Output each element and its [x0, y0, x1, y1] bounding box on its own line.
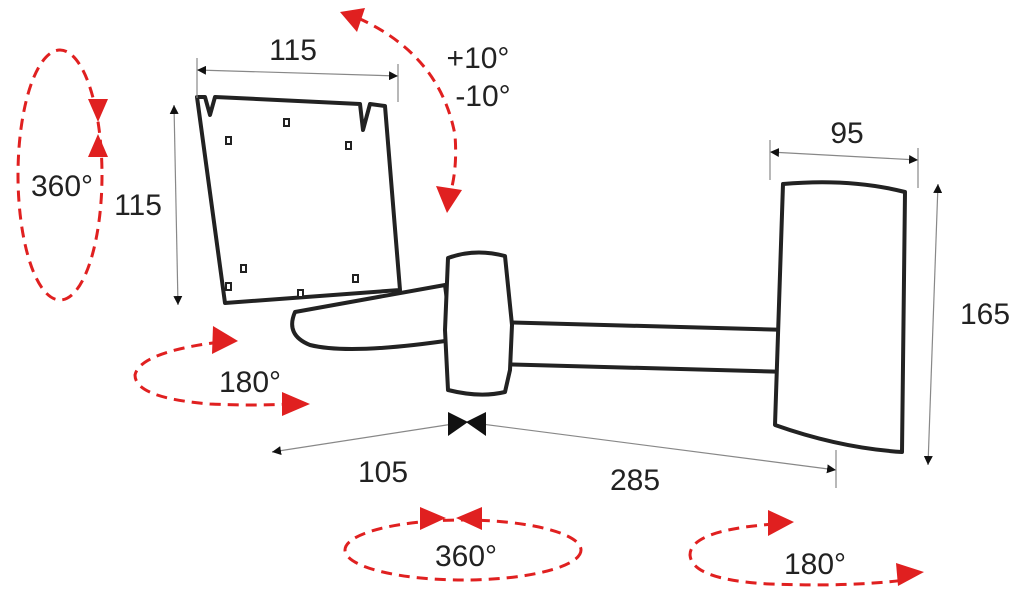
- vesa-hole: [345, 141, 352, 150]
- rotation-indicators: [16, 8, 924, 587]
- label-arm-long: 285: [610, 464, 660, 497]
- arrow-down-icon: [436, 186, 462, 213]
- vesa-hole: [225, 282, 232, 291]
- swivel-180-plate-arc: [133, 340, 291, 407]
- dim-plate-width-line: [196, 65, 399, 81]
- mount-outline: [195, 95, 907, 454]
- arrow-right-icon: [448, 412, 468, 436]
- dim-arm-short-line: [271, 418, 467, 456]
- arrow-right-icon: [212, 326, 238, 354]
- dim-wall-height-line: [923, 183, 943, 466]
- label-arm-short: 105: [358, 456, 408, 489]
- arrow-down-icon: [88, 99, 108, 122]
- dim-wall-width-line: [769, 147, 919, 165]
- arrow-right-icon: [420, 507, 446, 530]
- rotation-360-plate-ring: [16, 48, 104, 302]
- dim-plate-height-line: [169, 104, 183, 306]
- vesa-hole: [283, 118, 290, 127]
- arrow-up-icon: [88, 134, 108, 157]
- label-wall-plate-width: 95: [830, 117, 863, 150]
- arrow-left-icon: [466, 412, 486, 436]
- middle-joint: [443, 250, 514, 397]
- vesa-hole: [297, 289, 304, 298]
- vesa-holes: [225, 118, 359, 298]
- arrow-left-icon: [456, 507, 482, 530]
- swivel-180-wall-arc: [688, 522, 906, 587]
- elbow-arm: [290, 283, 454, 351]
- arrow-upleft-icon: [340, 8, 365, 32]
- arrow-right-icon: [282, 392, 310, 416]
- label-plate-height: 115: [114, 189, 162, 222]
- wall-plate: [773, 180, 907, 454]
- label-wall-plate-height: 165: [960, 298, 1010, 331]
- vesa-hole: [225, 136, 232, 145]
- label-swivel-wall: 180°: [784, 548, 846, 581]
- label-swivel-plate: 180°: [219, 366, 281, 399]
- junction-arrows: [448, 412, 486, 436]
- label-plate-width: 115: [269, 34, 317, 67]
- arrow-right-icon: [768, 510, 794, 536]
- label-tilt-down: -10°: [455, 80, 510, 113]
- long-arm: [493, 320, 792, 374]
- vesa-plate: [195, 95, 402, 305]
- label-rotation-plate: 360°: [31, 170, 93, 203]
- label-swivel-middle: 360°: [435, 540, 497, 573]
- vesa-hole: [352, 274, 359, 283]
- label-tilt-up: +10°: [447, 42, 510, 75]
- arrow-right-icon: [896, 563, 924, 586]
- dimension-lines: [169, 58, 943, 488]
- dim-arm-long-line: [465, 418, 837, 474]
- labels: 115 115 +10° -10° 95 165 105 285 360° 18…: [31, 34, 1010, 581]
- vesa-hole: [240, 264, 247, 273]
- tilt-arc: [357, 16, 458, 204]
